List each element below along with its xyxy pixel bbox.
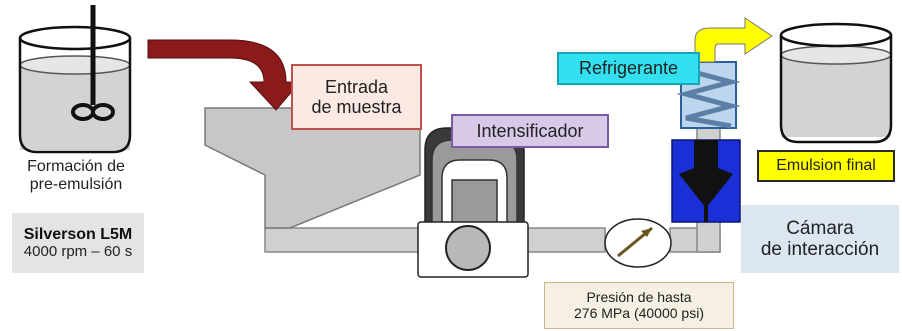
refrigerant-text: Refrigerante — [578, 58, 679, 79]
interaction-chamber-icon — [671, 139, 741, 223]
pressure-line1: Presión de hasta — [586, 288, 692, 305]
intensifier-label: Intensificador — [451, 114, 609, 148]
final-emulsion-label: Emulsion final — [757, 150, 895, 182]
sample-inlet-line2: de muestra — [311, 97, 402, 117]
mixer-info-box: Silverson L5M 4000 rpm – 60 s — [12, 213, 144, 273]
sample-inlet-line1: Entrada — [324, 76, 389, 97]
refrigerant-label: Refrigerante — [557, 52, 700, 85]
outlet-arrow-icon — [694, 17, 773, 63]
intensifier-pump-icon — [417, 127, 529, 278]
pressure-label: Presión de hasta 276 MPa (40000 psi) — [544, 282, 734, 329]
final-beaker-icon — [779, 22, 893, 144]
pressure-line2: 276 MPa (40000 psi) — [574, 304, 704, 321]
intensifier-text: Intensificador — [476, 120, 584, 141]
interaction-chamber-line1: Cámara — [786, 217, 854, 239]
mixer-name: Silverson L5M — [23, 225, 133, 243]
premix-label: Formación de pre-emulsión — [22, 158, 130, 195]
mixer-settings: 4000 rpm – 60 s — [23, 242, 133, 260]
premix-label-line2: pre-emulsión — [29, 176, 123, 194]
inlet-arrow-icon — [147, 39, 302, 111]
interaction-chamber-label: Cámara de interacción — [741, 205, 899, 273]
beaker-with-stirrer-icon — [18, 5, 132, 154]
final-emulsion-text: Emulsion final — [776, 157, 876, 175]
interaction-chamber-line2: de interacción — [760, 239, 880, 260]
pressure-gauge-icon — [604, 218, 672, 268]
premix-label-line1: Formación de — [27, 158, 125, 175]
sample-inlet-label: Entrada de muestra — [291, 64, 422, 130]
